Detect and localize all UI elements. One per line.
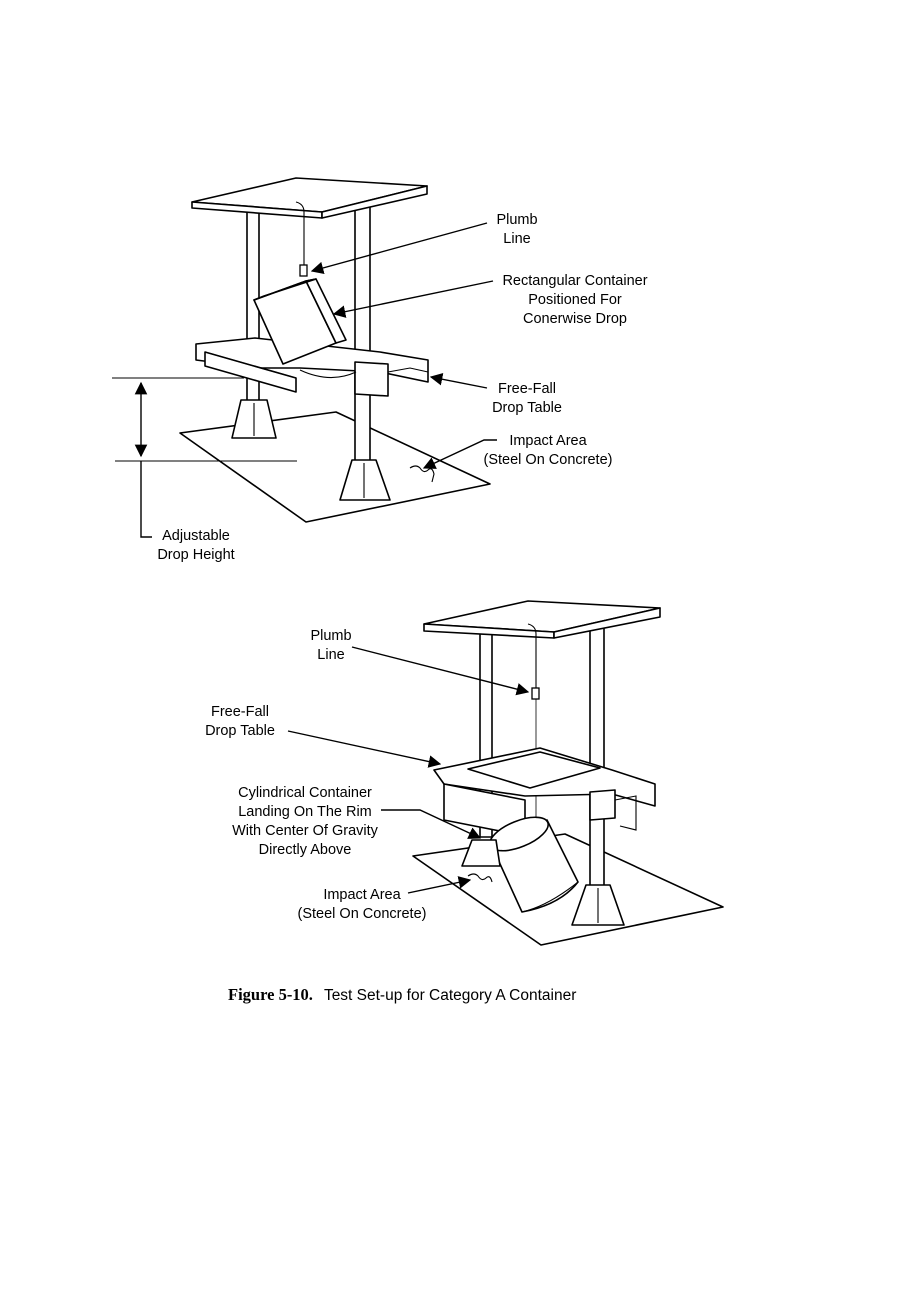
bottom-container-label-2: Landing On The Rim [238,804,372,820]
top-impact-mark [409,465,435,483]
top-table-leader [429,373,488,389]
top-container-label-2: Positioned For [528,292,622,308]
bottom-overhead-frame [423,600,661,639]
top-impact-leader [422,439,497,469]
top-impact-label-1: Impact Area [509,433,587,449]
top-rectangular-container [253,278,347,365]
top-apparatus [112,177,497,538]
bottom-impact-leader [407,876,472,894]
top-plumb-line [295,201,308,277]
caption-label: Figure 5-10. [228,985,313,1004]
bottom-plumb-leader [351,646,530,696]
top-table-label-1: Free-Fall [498,381,556,397]
top-container-label-3: Conerwise Drop [523,311,627,327]
bottom-plumb-label-1: Plumb [310,628,351,644]
top-drop-table [195,337,429,397]
bottom-cylindrical-container [489,816,579,913]
bottom-plumb-label-2: Line [317,647,344,663]
top-labels: Plumb Line Rectangular Container Positio… [157,212,647,563]
figure-caption: Figure 5-10. Test Set-up for Category A … [228,985,576,1004]
top-container-label-1: Rectangular Container [502,273,647,289]
top-base-plate [179,411,491,523]
bottom-labels: Plumb Line Free-Fall Drop Table Cylindri… [205,628,426,922]
top-table-label-2: Drop Table [492,400,562,416]
caption-text: Test Set-up for Category A Container [324,987,576,1004]
bottom-foot-left [461,839,501,867]
top-post-front-right [354,194,371,466]
bottom-impact-mark [467,873,493,883]
top-container-leader [332,280,494,318]
bottom-table-label-1: Free-Fall [211,704,269,720]
bottom-drop-table [433,747,656,837]
top-overhead-frame [191,177,428,219]
top-plumb-label-2: Line [503,231,530,247]
top-height-label-2: Drop Height [157,547,234,563]
bottom-impact-label-1: Impact Area [323,887,401,903]
bottom-table-label-2: Drop Table [205,723,275,739]
top-impact-label-2: (Steel On Concrete) [484,452,613,468]
bottom-post-front-right [589,614,605,891]
top-height-label-1: Adjustable [162,528,230,544]
bottom-container-leader [381,809,482,839]
top-height-leader [140,461,152,538]
bottom-foot-right [571,884,625,926]
top-post-back-left [246,207,260,429]
top-plumb-label-1: Plumb [496,212,537,228]
bottom-impact-label-2: (Steel On Concrete) [298,906,427,922]
top-foot-left [231,399,277,439]
top-foot-right [339,459,391,501]
bottom-container-label-4: Directly Above [259,842,352,858]
bottom-container-label-3: With Center Of Gravity [232,823,379,839]
bottom-container-label-1: Cylindrical Container [238,785,372,801]
bottom-table-leader [287,730,442,768]
top-plumb-leader [310,222,488,275]
bottom-apparatus [287,600,724,946]
